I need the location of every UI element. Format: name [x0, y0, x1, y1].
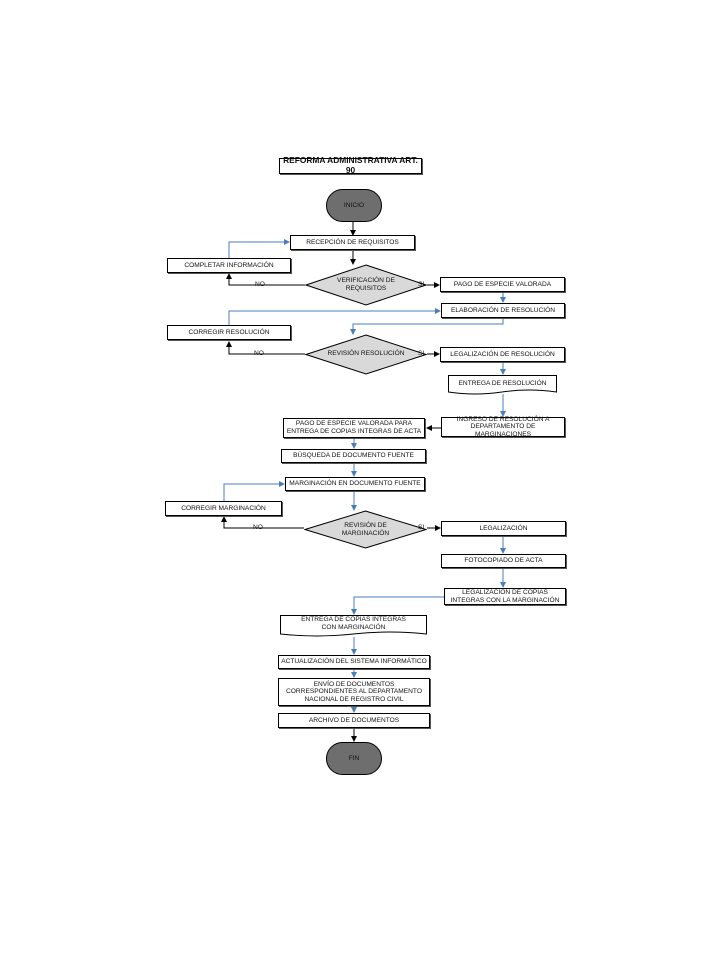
decision-verificacion: VERIFICACIÓN DE REQUISITOS [305, 264, 427, 306]
conn-verif-no [226, 273, 305, 286]
process-ingreso: INGRESO DE RESOLUCIÓN A DEPARTAMENTO DE … [441, 416, 565, 438]
process-legalizacion: LEGALIZACIÓN [441, 521, 566, 536]
process-pago: PAGO DE ESPECIE VALORADA [440, 277, 565, 292]
conn-completar-recepcion [228, 239, 290, 258]
diamond-shape [305, 334, 427, 375]
diagram-title: REFORMA ADMINISTRATIVA ART. 90 [279, 156, 422, 175]
process-legalizacion-copias: LEGALIZACIÓN DE COPIAS INTEGRAS CON LA M… [444, 588, 566, 605]
document-shape [280, 615, 427, 637]
process-legalizacion-resolucion: LEGALIZACIÓN DE RESOLUCIÓN [440, 347, 565, 362]
label-si-revision-resolucion: SI [418, 350, 425, 357]
process-fotocopiado: FOTOCOPIADO DE ACTA [441, 554, 566, 568]
document-entrega-copias: ENTREGA DE COPIAS INTEGRAS CON MARGINACI… [280, 615, 427, 638]
process-actualizacion: ACTUALIZACIÓN DEL SISTEMA INFORMÁTICO [278, 655, 430, 669]
process-archivo: ARCHIVO DE DOCUMENTOS [278, 713, 430, 728]
label-si-verificacion: SI [418, 281, 425, 288]
document-entrega-resolucion-label: ENTREGA DE RESOLUCIÓN [458, 379, 547, 387]
process-recepcion: RECEPCIÓN DE REQUISITOS [290, 235, 415, 250]
decision-revision-marginacion-label: REVISIÓN DE MARGINACIÓN [341, 521, 390, 537]
decision-revision-resolucion: REVISIÓN RESOLUCIÓN [305, 334, 427, 375]
label-no-verificacion: NO [255, 281, 265, 288]
label-no-revision-marginacion: NO [253, 524, 263, 531]
document-shape [448, 375, 557, 395]
conn-elaboracion-revres [350, 318, 504, 335]
process-marginacion: MARGINACIÓN EN DOCUMENTO FUENTE [285, 477, 425, 491]
label-si-revision-marginacion: SI [418, 524, 425, 531]
document-entrega-resolucion: ENTREGA DE RESOLUCIÓN [448, 375, 557, 396]
decision-verificacion-label: VERIFICACIÓN DE REQUISITOS [337, 277, 395, 292]
process-pago-copias: PAGO DE ESPECIE VALORADA PARA ENTREGA DE… [283, 418, 425, 438]
label-no-revision-resolucion: NO [254, 350, 264, 357]
conn-corregirmarg-marginacion [223, 481, 285, 501]
start-terminal: INICIO [326, 189, 382, 222]
conn-legcopias-entregacopias [351, 596, 444, 615]
process-completar: COMPLETAR INFORMACIÓN [167, 258, 291, 273]
conn-revmarg-no [221, 516, 304, 529]
end-terminal: FIN [326, 742, 382, 775]
diamond-shape [305, 264, 427, 306]
diamond-shape [304, 510, 427, 549]
conn-corregirres-elaboracion [228, 308, 441, 325]
conn-revres-no [226, 341, 305, 355]
document-entrega-copias-label: ENTREGA DE COPIAS INTEGRAS CON MARGINACI… [301, 616, 406, 631]
decision-revision-marginacion: REVISIÓN DE MARGINACIÓN [304, 510, 427, 549]
process-corregir-resolucion: CORREGIR RESOLUCIÓN [167, 325, 291, 340]
process-corregir-marginacion: CORREGIR MARGINACIÓN [165, 501, 282, 516]
decision-revision-resolucion-label: REVISIÓN RESOLUCIÓN [327, 349, 405, 357]
process-elaboracion: ELABORACIÓN DE RESOLUCIÓN [441, 303, 565, 318]
process-busqueda: BÚSQUEDA DE DOCUMENTO FUENTE [281, 449, 426, 463]
process-envio: ENVÍO DE DOCUMENTOS CORRESPONDIENTES AL … [278, 678, 430, 706]
